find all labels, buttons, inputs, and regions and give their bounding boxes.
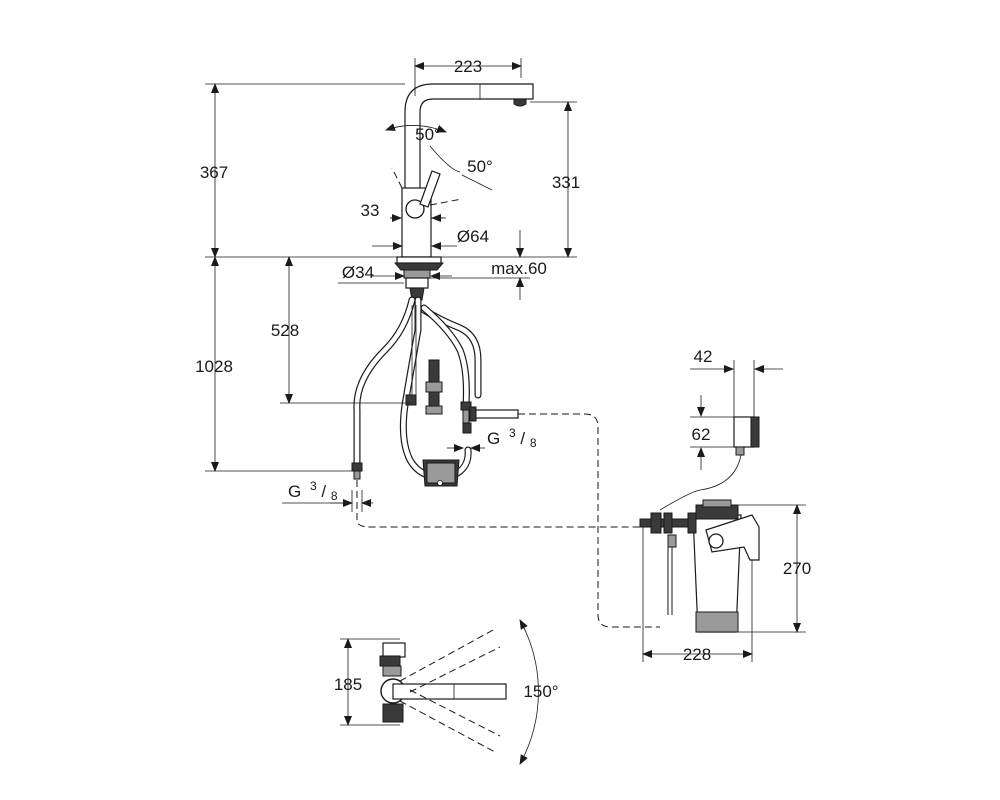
dim-max-counter-thickness: max.60: [491, 259, 547, 278]
dim-lever-width: 33: [361, 201, 380, 220]
dim-thread-side-num: 3: [509, 426, 516, 440]
lever: [419, 170, 441, 208]
dim-thread-side-den: 8: [530, 436, 537, 450]
dim-wall-box-width: 42: [694, 347, 713, 366]
dim-spout-height: 331: [552, 173, 580, 192]
dim-wall-box-height: 62: [692, 425, 711, 444]
dim-hole-diameter: Ø34: [342, 263, 374, 282]
dim-unit-width: 228: [683, 645, 711, 664]
dim-thread-main-num: 3: [310, 479, 317, 493]
dim-thread-main-den: 8: [331, 489, 338, 503]
dim-swivel-angle: 150°: [523, 682, 558, 701]
dim-total-height: 367: [200, 163, 228, 182]
dim-thread-main: G 3 / 8: [288, 475, 338, 503]
dim-body-diameter: Ø64: [457, 227, 489, 246]
connection-dashed-line-a: [518, 413, 660, 628]
faucet-elevation: [351, 83, 534, 487]
dim-lever-angle-side: 50°: [467, 157, 493, 176]
dim-thread-side: G 3 / 8: [487, 422, 537, 450]
faucet-plan-view: [379, 619, 539, 765]
dim-lever-angle-up: 50°: [415, 125, 441, 144]
dimension-lines: [205, 58, 806, 726]
wall-box: [733, 416, 760, 456]
connection-dashed-line-b: [356, 480, 640, 528]
dim-hose-length: 528: [271, 321, 299, 340]
dim-plan-depth: 185: [334, 675, 362, 694]
dim-thread-side-g: G: [487, 429, 500, 448]
filter-unit: [639, 454, 760, 633]
dim-overall-length: 1028: [195, 357, 233, 376]
dim-spout-reach: 223: [454, 57, 482, 76]
dim-unit-height: 270: [783, 559, 811, 578]
lever-pivot: [405, 199, 425, 219]
dim-thread-main-g: G: [288, 482, 301, 501]
